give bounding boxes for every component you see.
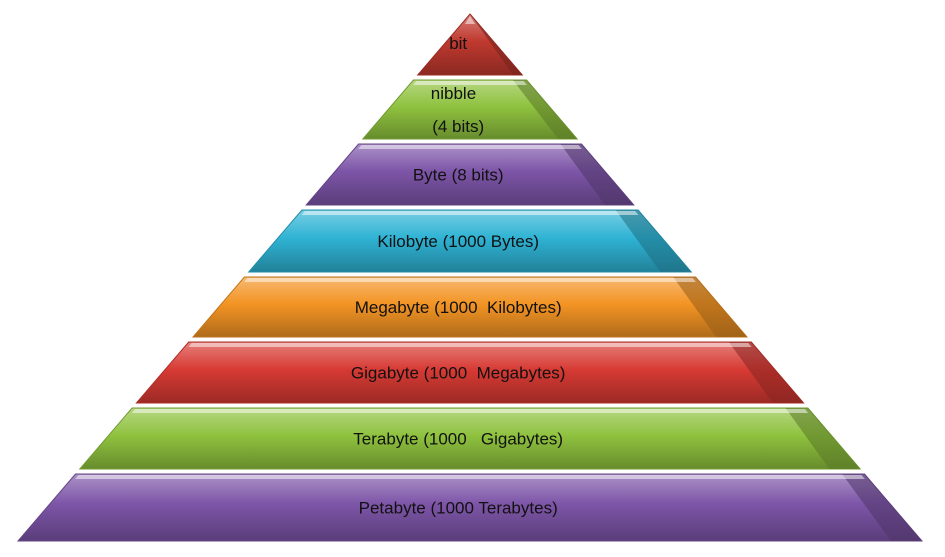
tier-byte-label-line-1: Byte (8 bits) — [413, 166, 504, 185]
tier-gigabyte-label: Gigabyte (1000 Megabytes) — [351, 0, 589, 383]
tier-gigabyte-shine — [188, 343, 752, 347]
tier-nibble-label: nibble (4 bits) — [431, 0, 509, 136]
tier-petabyte-label-line-1: Petabyte (1000 Terabytes) — [359, 499, 558, 518]
tier-petabyte-label: Petabyte (1000 Terabytes) — [359, 0, 582, 518]
tier-nibble: nibble (4 bits) — [361, 0, 579, 140]
tier-kilobyte-label: Kilobyte (1000 Bytes) — [377, 0, 562, 251]
tier-gigabyte-label-line-1: Gigabyte (1000 Megabytes) — [351, 364, 566, 383]
tier-gigabyte: Gigabyte (1000 Megabytes) — [135, 0, 805, 404]
tier-bit-shine — [464, 16, 476, 24]
tier-byte: Byte (8 bits) — [305, 0, 635, 206]
tier-nibble-shade — [512, 80, 578, 139]
tier-megabyte-label: Megabyte (1000 Kilobytes) — [355, 0, 586, 317]
tier-petabyte-shade — [842, 474, 922, 541]
tier-bit: bit — [416, 0, 524, 76]
tier-terabyte-label-line-1: Terabyte (1000 Gigabytes) — [353, 430, 563, 449]
tier-megabyte-label-line-1: Megabyte (1000 Kilobytes) — [355, 298, 562, 317]
tier-bit-label: bit — [449, 0, 491, 53]
tier-terabyte: Terabyte (1000 Gigabytes) — [78, 0, 862, 470]
tier-terabyte-label: Terabyte (1000 Gigabytes) — [353, 0, 586, 449]
tier-nibble-shine — [413, 81, 527, 85]
tier-byte-shine — [358, 145, 582, 149]
tier-byte-label: Byte (8 bits) — [413, 0, 527, 185]
tier-bit-shade — [470, 14, 523, 75]
tier-terabyte-shine — [131, 409, 809, 413]
tier-kilobyte-label-line-1: Kilobyte (1000 Bytes) — [377, 232, 539, 251]
tier-megabyte-shine — [244, 278, 696, 282]
tier-kilobyte-shade — [615, 210, 692, 272]
tier-petabyte: Petabyte (1000 Terabytes) — [16, 0, 924, 542]
tier-nibble-label-line-2: (4 bits) — [432, 117, 484, 136]
tier-bit-label-line-1: bit — [449, 34, 467, 53]
tier-megabyte: Megabyte (1000 Kilobytes) — [191, 0, 749, 338]
tier-kilobyte-shine — [301, 211, 639, 215]
tier-kilobyte: Kilobyte (1000 Bytes) — [247, 0, 693, 273]
tier-terabyte-shade — [785, 408, 861, 469]
tier-nibble-label-line-1: nibble — [431, 84, 476, 103]
tier-gigabyte-shade — [728, 342, 804, 403]
tier-petabyte-shine — [75, 475, 865, 479]
tier-byte-shade — [560, 144, 634, 205]
tier-megabyte-shade — [673, 277, 747, 337]
